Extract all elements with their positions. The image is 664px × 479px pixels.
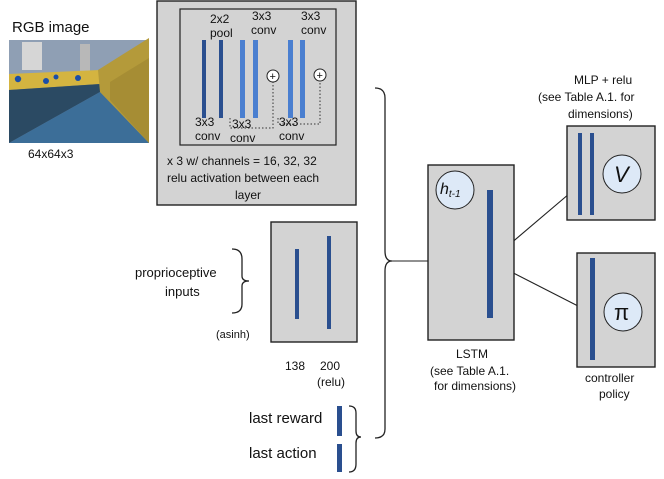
last-reward-bar (337, 406, 342, 436)
last-action-bar (337, 444, 342, 472)
value-caption-line2: (see Table A.1. for (538, 90, 635, 104)
proprio-input-bar (295, 249, 299, 319)
proprio-label-line2: inputs (165, 284, 200, 299)
residual-add-2-symbol: + (317, 70, 323, 82)
last-action-label: last action (249, 445, 317, 462)
residual-add-1-symbol: + (270, 71, 276, 83)
proprio-asinh-label: (asinh) (216, 329, 250, 341)
value-hidden-bar-2 (590, 133, 594, 215)
value-output-symbol: V (614, 162, 631, 187)
conv-bottom-label-3-line2: conv (279, 129, 304, 143)
policy-output-circle (603, 292, 643, 332)
lstm-caption-line2: (see Table A.1. (430, 364, 509, 378)
proprio-hidden-bar (327, 236, 331, 329)
rgb-image-size: 64x64x3 (28, 147, 74, 161)
pool-label-line2: pool (210, 26, 233, 40)
conv-bottom-label-2-line2: conv (230, 131, 255, 145)
rgb-image-panel: RGB image 64x64x3 (9, 19, 149, 161)
proprio-dim-138: 138 (285, 359, 305, 373)
conv-bar-3 (288, 40, 293, 118)
hidden-state-circle (435, 170, 475, 210)
proprio-dim-200: 200 (320, 359, 340, 373)
lstm-block: ht-1 LSTM (see Table A.1. for dimensions… (427, 164, 516, 393)
rgb-image-title: RGB image (12, 19, 90, 36)
value-hidden-bar-1 (578, 133, 582, 215)
policy-output-symbol: π (614, 300, 629, 325)
conv-caption-line1: x 3 w/ channels = 16, 32, 32 (167, 154, 317, 168)
conv-bar-4 (300, 40, 305, 118)
value-caption-line3: dimensions) (568, 107, 633, 121)
conv-top-label-1-line2: conv (251, 23, 276, 37)
conv-input-bar (202, 40, 206, 118)
pool-label-line1: 2x2 (210, 12, 230, 26)
proprio-relu-label: (relu) (317, 375, 345, 389)
proprio-branch: proprioceptive inputs (asinh) 138 200 (r… (135, 221, 358, 389)
lstm-caption-line3: for dimensions) (434, 379, 516, 393)
conv-bottom-label-3-line1: 3x3 (279, 115, 299, 129)
value-caption-line1: MLP + relu (574, 73, 632, 87)
policy-head: π controller policy (576, 252, 656, 401)
conv-bar-1 (240, 40, 245, 118)
rgb-image-thumbnail (9, 38, 149, 143)
proprio-label-line1: proprioceptive (135, 265, 217, 280)
conv-bottom-label-1-line1: 3x3 (195, 115, 215, 129)
conv-bar-2 (253, 40, 258, 118)
policy-hidden-bar (590, 258, 595, 360)
residual-add-2: + (313, 68, 327, 82)
conv-caption-line2: relu activation between each (167, 171, 319, 185)
policy-caption-line1: controller (585, 371, 634, 385)
conv-top-label-1-line1: 3x3 (252, 9, 272, 23)
extras-brace (348, 405, 362, 473)
last-reward-label: last reward (249, 410, 322, 427)
value-output-circle (602, 154, 642, 194)
skip-connection-1 (229, 82, 274, 129)
hidden-state-symbol: ht-1 (440, 181, 461, 200)
conv-top-label-2-line2: conv (301, 23, 326, 37)
pool-bar (219, 40, 223, 118)
conv-top-label-2-line1: 3x3 (301, 9, 321, 23)
concat-brace (374, 87, 393, 439)
extra-inputs: last reward last action (249, 405, 362, 473)
conv-block: 2x2 pool 3x3 conv 3x3 conv + + 3x3 conv … (156, 0, 357, 206)
conv-caption-line3: layer (235, 188, 261, 202)
value-head: MLP + relu (see Table A.1. for dimension… (538, 73, 656, 221)
conv-bottom-label-1-line2: conv (195, 129, 220, 143)
lstm-bar (487, 190, 493, 318)
proprio-brace (231, 248, 250, 314)
hidden-state-symbol-sub: t-1 (449, 189, 461, 200)
proprio-mlp-box (270, 221, 358, 343)
lstm-caption-line1: LSTM (456, 347, 488, 361)
hidden-state-symbol-main: h (440, 181, 449, 198)
policy-caption-line2: policy (599, 387, 630, 401)
conv-bottom-label-2-line1: 3x3 (232, 117, 252, 131)
